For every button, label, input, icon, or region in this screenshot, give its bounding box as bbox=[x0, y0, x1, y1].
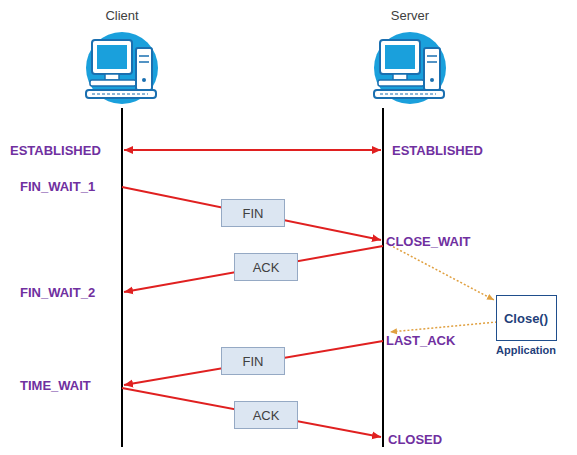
message-node: FIN bbox=[221, 347, 285, 375]
message-name: FIN bbox=[243, 354, 264, 369]
message-arrow bbox=[124, 341, 383, 385]
message-node: FIN bbox=[221, 199, 285, 227]
state-label: CLOSE_WAIT bbox=[386, 234, 471, 249]
message-arrow bbox=[124, 246, 383, 292]
message-box: FIN bbox=[221, 347, 285, 375]
host-name: Client bbox=[105, 8, 138, 23]
function-name: Close() bbox=[504, 311, 548, 326]
box-caption: Application bbox=[496, 344, 556, 356]
message-box: ACK bbox=[234, 253, 298, 281]
application-box: Close() bbox=[496, 295, 557, 341]
state-label: CLOSED bbox=[388, 432, 442, 447]
application-node: Close()Application bbox=[496, 295, 557, 341]
message-name: FIN bbox=[243, 206, 264, 221]
state-label: TIME_WAIT bbox=[20, 378, 91, 393]
message-node: ACK bbox=[234, 253, 298, 281]
return-leader bbox=[390, 322, 497, 332]
client-lifeline bbox=[121, 108, 123, 447]
call-leader bbox=[386, 243, 494, 300]
message-box: ACK bbox=[234, 401, 298, 429]
state-label: FIN_WAIT_1 bbox=[20, 179, 95, 194]
state-label: ESTABLISHED bbox=[10, 143, 101, 158]
message-arrow bbox=[122, 187, 381, 240]
message-name: ACK bbox=[253, 408, 280, 423]
message-node: ACK bbox=[234, 401, 298, 429]
client-computer-icon bbox=[86, 32, 158, 104]
state-label: FIN_WAIT_2 bbox=[20, 285, 95, 300]
established-arrow bbox=[124, 149, 381, 151]
message-name: ACK bbox=[253, 260, 280, 275]
server-computer-icon bbox=[374, 32, 446, 104]
message-arrow bbox=[122, 388, 381, 437]
state-label: LAST_ACK bbox=[386, 333, 455, 348]
server-lifeline bbox=[382, 108, 384, 447]
message-box: FIN bbox=[221, 199, 285, 227]
state-label: ESTABLISHED bbox=[392, 143, 483, 158]
host-name: Server bbox=[391, 8, 429, 23]
